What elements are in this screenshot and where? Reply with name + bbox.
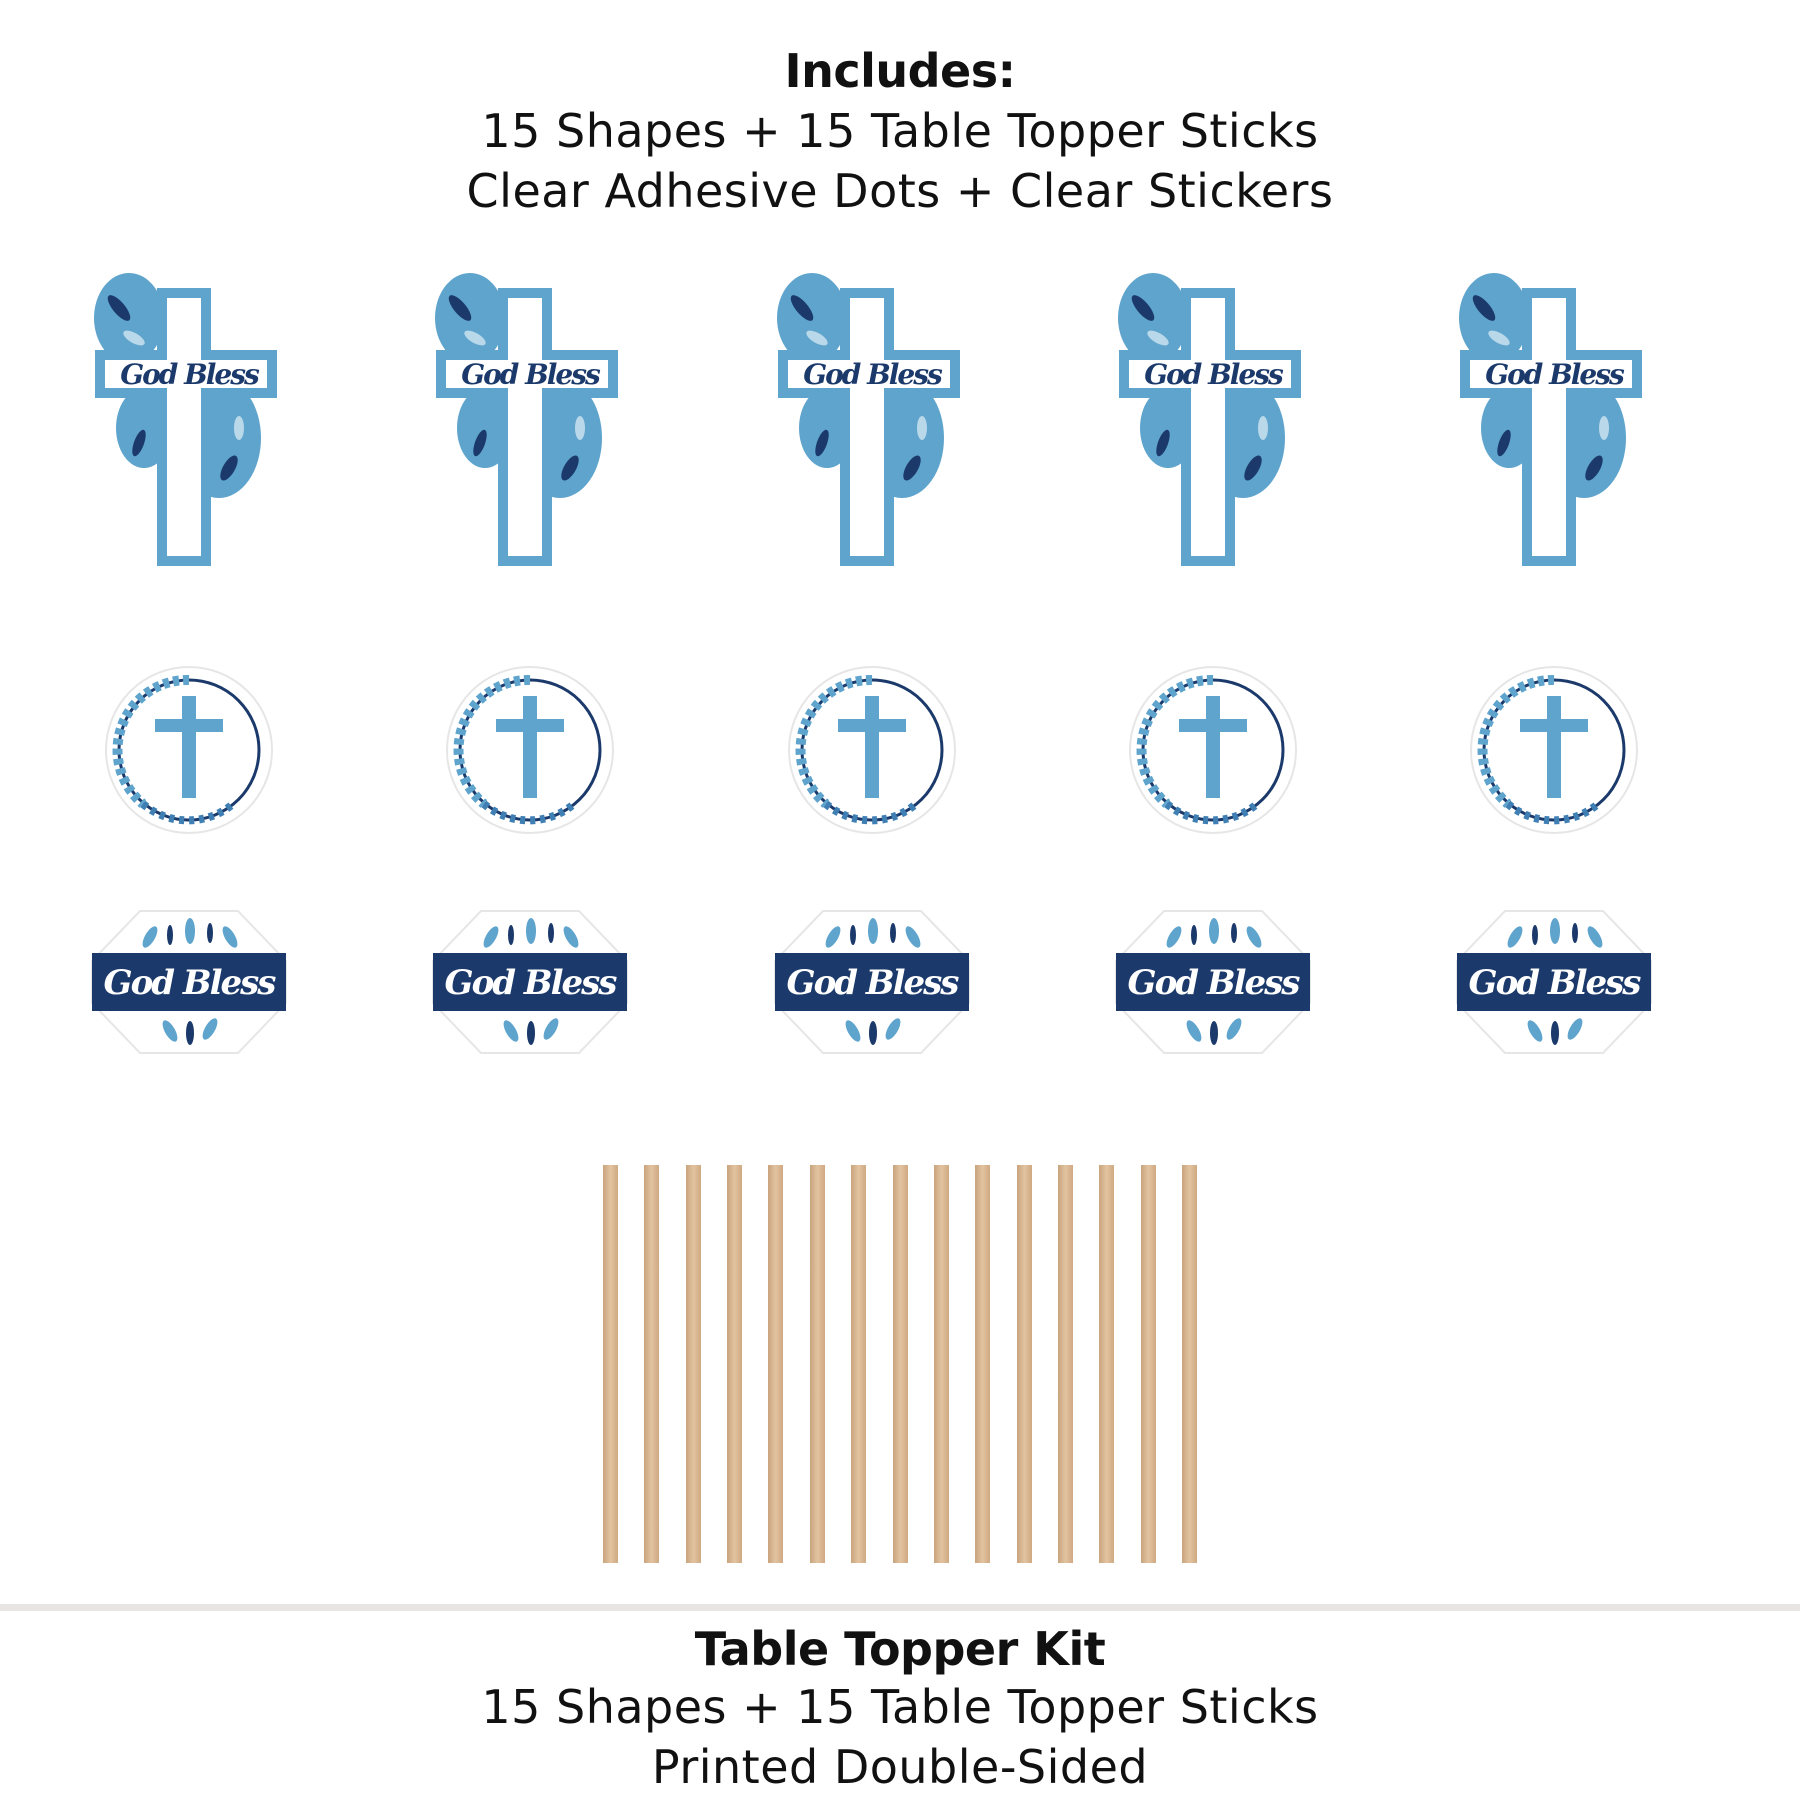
kit-title: Table Topper Kit [694,1622,1106,1676]
topper-stick [809,1165,825,1563]
badge-icon [1115,910,1311,1054]
wreath-cross-shape [103,664,275,836]
topper-stick [975,1165,991,1563]
cross-icon [777,273,960,566]
cross-label: God Bless [1485,358,1625,391]
topper-stick [851,1165,867,1563]
includes-line-1: 15 Shapes + 15 Table Topper Sticks [481,104,1319,158]
wreath-cross-shape [1127,664,1299,836]
wreath-cross-shape [786,664,958,836]
cross-label: God Bless [120,358,260,391]
wreath-cross-icon [1470,666,1638,834]
topper-stick [1140,1165,1156,1563]
wreath-cross-icon [446,666,614,834]
topper-stick [727,1165,743,1563]
god-bless-badge: God Bless [90,909,288,1055]
badge-icon [774,910,970,1054]
wreath-cross-icon [788,666,956,834]
topper-stick [1182,1165,1197,1563]
cross-shape: God Bless [89,268,289,570]
topper-stick [1099,1165,1115,1563]
cross-label: God Bless [803,358,943,391]
topper-stick [1057,1165,1073,1563]
cross-label: God Bless [1144,358,1284,391]
divider [0,1604,1800,1611]
cross-shape: God Bless [772,268,972,570]
wreath-cross-icon [1129,666,1297,834]
cross-shape: God Bless [1454,268,1654,570]
badge-icon [91,910,287,1054]
wreath-cross-shape [1468,664,1640,836]
cross-icon [94,273,277,566]
cross-shape: God Bless [430,268,630,570]
topper-stick [892,1165,908,1563]
topper-stick [685,1165,701,1563]
cross-icon [1118,273,1301,566]
badge-label: God Bless [444,963,618,1003]
topper-stick [1016,1165,1032,1563]
includes-title: Includes: [784,44,1016,98]
badge-label: God Bless [1468,963,1642,1003]
wreath-cross-icon [105,666,273,834]
badge-label: God Bless [786,963,960,1003]
table-topper-sticks [603,1165,1197,1563]
wreath-cross-shape [444,664,616,836]
badge-label: God Bless [1127,963,1301,1003]
god-bless-badge: God Bless [1455,909,1653,1055]
badge-icon [432,910,628,1054]
cross-shape: God Bless [1113,268,1313,570]
topper-stick [933,1165,949,1563]
cross-icon [1459,273,1642,566]
kit-line-2: Printed Double-Sided [651,1740,1149,1794]
includes-line-2: Clear Adhesive Dots + Clear Stickers [466,164,1334,218]
god-bless-badge: God Bless [1114,909,1312,1055]
badge-icon [1456,910,1652,1054]
topper-stick [768,1165,784,1563]
topper-stick [603,1165,618,1563]
cross-label: God Bless [461,358,601,391]
god-bless-badge: God Bless [431,909,629,1055]
cross-icon [435,273,618,566]
badge-label: God Bless [103,963,277,1003]
topper-stick [644,1165,660,1563]
god-bless-badge: God Bless [773,909,971,1055]
kit-line-1: 15 Shapes + 15 Table Topper Sticks [481,1680,1319,1734]
